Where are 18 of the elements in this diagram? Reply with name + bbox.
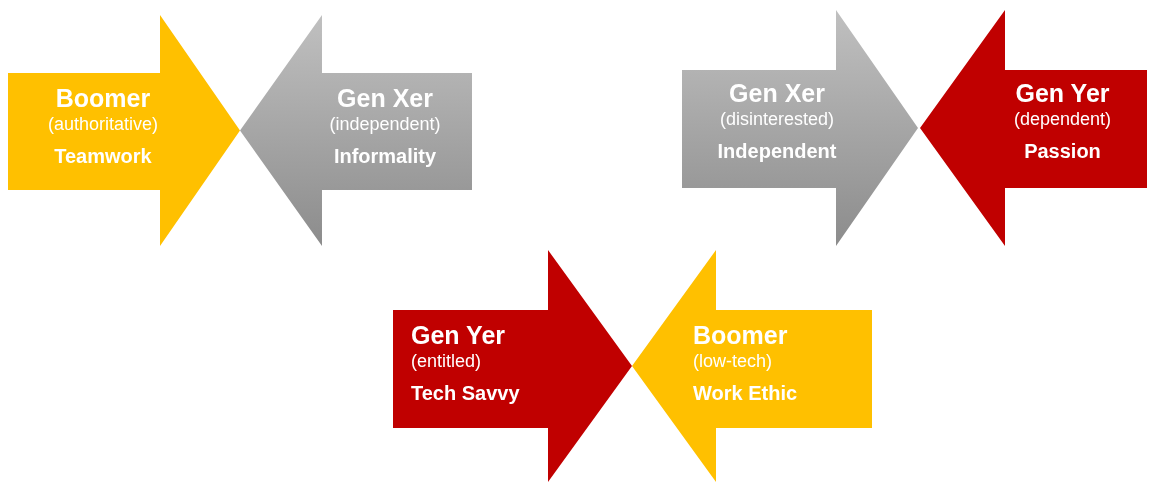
- value-label: Informality: [333, 143, 437, 168]
- group-heading: Gen Yer: [411, 320, 506, 350]
- value-label: Independent: [717, 138, 837, 163]
- trait-note: (dependent): [1013, 109, 1112, 131]
- trait-note: (authoritative): [47, 114, 159, 136]
- group-heading: Gen Xer: [337, 83, 433, 113]
- value-label: Tech Savvy: [411, 380, 520, 405]
- group-heading: Gen Xer: [729, 78, 825, 108]
- group-heading: Boomer: [55, 83, 151, 113]
- group-heading: Boomer: [693, 320, 788, 350]
- group-heading: Gen Yer: [1015, 78, 1110, 108]
- value-label: Work Ethic: [693, 380, 798, 405]
- value-label: Passion: [1024, 138, 1101, 163]
- trait-note: (low-tech): [693, 351, 772, 373]
- trait-note: (entitled): [411, 351, 482, 373]
- trait-note: (independent): [329, 114, 441, 136]
- trait-note: (disinterested): [719, 109, 834, 131]
- value-label: Teamwork: [54, 143, 152, 168]
